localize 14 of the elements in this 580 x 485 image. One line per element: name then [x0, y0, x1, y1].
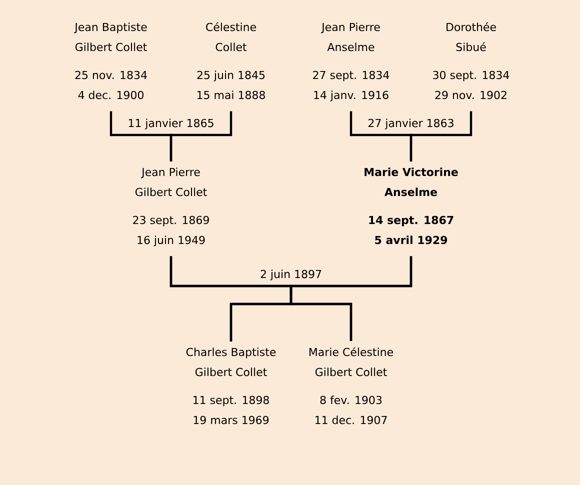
person-entry: Charles Baptiste Gilbert Collet 11 sept. 1898 19 mars 1969: [186, 348, 276, 424]
person-entry: Jean Pierre Gilbert Collet 23 sept. 1869 16 juin 1949: [133, 168, 209, 246]
person-entry: Marie Célestine Gilbert Collet 8 fev. 1903 11 dec. 1907: [310, 347, 393, 424]
person-entry: Marie Victorine Anselme 14 sept. 1867 5 avril 1929: [364, 168, 458, 244]
edge-label: 27 janvier 1863: [366, 118, 456, 130]
connector-line: [170, 111, 232, 162]
person-entry: Dorothée Sibué 30 sept. 1834 29 nov. 1902: [433, 22, 510, 100]
person-entry: Célestine Collet 25 juin 1845 15 mai 1888: [197, 22, 265, 100]
person-entry: Jean Baptiste Gilbert Collet 25 nov. 1834 4 dec. 1900: [74, 22, 147, 100]
person-entry: Jean Pierre Anselme 27 sept. 1834 14 janv. 1916: [313, 22, 390, 102]
edge-label: 2 juin 1897: [258, 268, 324, 282]
edge-label: 11 janvier 1865: [126, 118, 216, 130]
connector-line: [410, 111, 472, 162]
connector-line: [290, 256, 412, 341]
